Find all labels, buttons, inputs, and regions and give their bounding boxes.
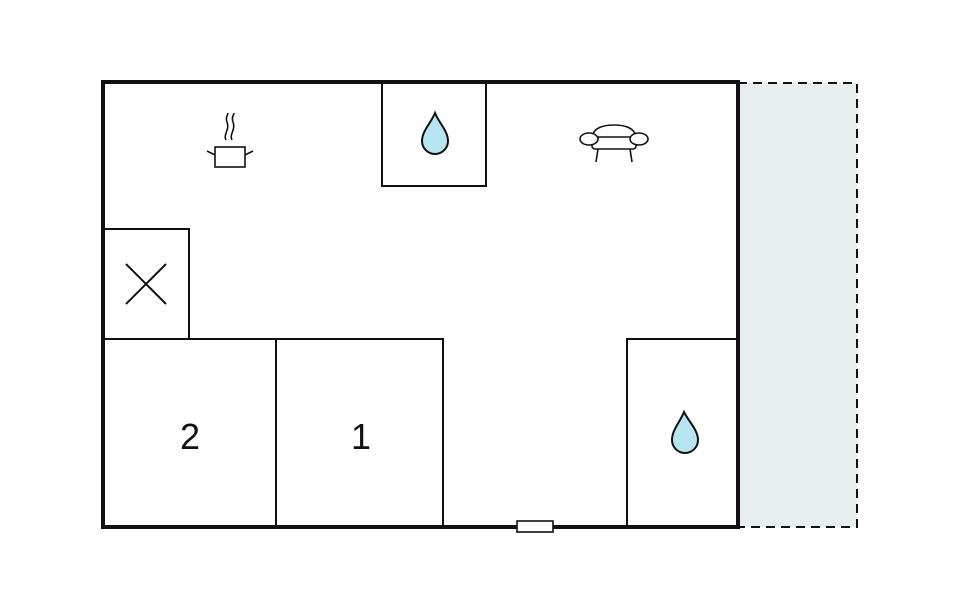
room-2-label: 2 — [180, 416, 200, 457]
bathroom-top — [381, 81, 487, 187]
room-1 — [275, 338, 444, 528]
bathroom-bottom — [626, 338, 739, 528]
water-drop-icon — [670, 409, 700, 454]
sofa-icon — [579, 124, 649, 163]
terrace-area — [737, 82, 858, 528]
fireplace-icon — [125, 263, 167, 305]
room-1-label: 1 — [351, 416, 371, 457]
outer-wall — [101, 80, 740, 529]
door-icon — [516, 520, 554, 533]
cooking-pot-icon — [206, 112, 254, 168]
water-drop-icon — [420, 110, 450, 155]
